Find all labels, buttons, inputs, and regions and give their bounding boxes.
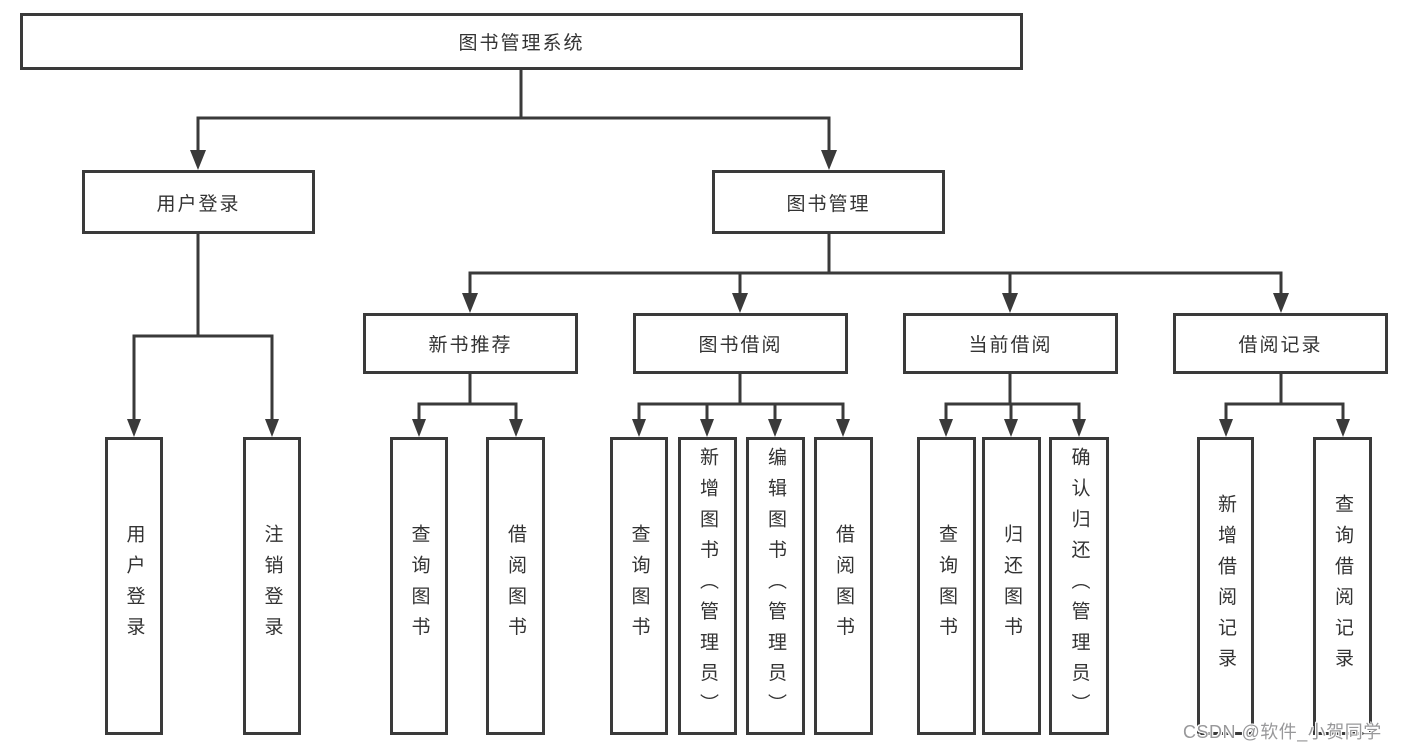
node-label: 查询图书 [628,524,650,648]
leaf-borrow-books: 借阅图书 [814,437,873,735]
leaf-add-borrow-record: 新增借阅记录 [1197,437,1254,735]
node-label: 借阅记录 [1238,335,1323,356]
node-label: 注销登录 [261,524,283,648]
node-label: 借阅图书 [833,524,854,648]
node-label: 用户登录 [156,193,241,215]
node-label: 借阅图书 [505,524,526,648]
leaf-edit-books-admin: 编辑图书（管理员） [746,437,805,735]
leaf-add-books-admin: 新增图书（管理员） [678,437,737,735]
node-label: 当前借阅 [968,335,1053,356]
node-label: 查询图书 [936,524,957,648]
node-book-borrow: 图书借阅 [633,313,848,374]
node-label: 查询图书 [408,524,430,648]
node-current-borrow: 当前借阅 [903,313,1118,374]
node-label: 用户登录 [123,524,145,648]
leaf-query-books-current: 查询图书 [917,437,976,735]
leaf-confirm-return-admin: 确认归还（管理员） [1049,437,1109,735]
node-system-root: 图书管理系统 [20,13,1023,70]
node-borrow-record: 借阅记录 [1173,313,1388,374]
node-label: 图书管理 [786,193,871,215]
node-user-login: 用户登录 [82,170,315,234]
node-book-management: 图书管理 [712,170,945,234]
node-label: 新书推荐 [428,335,513,356]
node-label: 查询借阅记录 [1332,493,1353,679]
leaf-query-books-recommend: 查询图书 [390,437,448,735]
node-label: 图书管理系统 [458,33,585,54]
leaf-user-login: 用户登录 [105,437,163,735]
watermark: CSDN @软件_小贺同学 [1183,722,1382,742]
node-label: 图书借阅 [698,335,783,356]
leaf-logout: 注销登录 [243,437,301,735]
leaf-return-books: 归还图书 [982,437,1041,735]
node-label: 确认归还（管理员） [1068,447,1090,725]
node-label: 归还图书 [1001,524,1022,648]
leaf-query-books-borrow: 查询图书 [610,437,668,735]
node-label: 编辑图书（管理员） [765,447,786,725]
leaf-borrow-books-recommend: 借阅图书 [486,437,545,735]
node-label: 新增图书（管理员） [697,447,718,725]
leaf-query-borrow-record: 查询借阅记录 [1313,437,1372,735]
node-label: 新增借阅记录 [1215,493,1236,679]
node-new-book-recommend: 新书推荐 [363,313,578,374]
